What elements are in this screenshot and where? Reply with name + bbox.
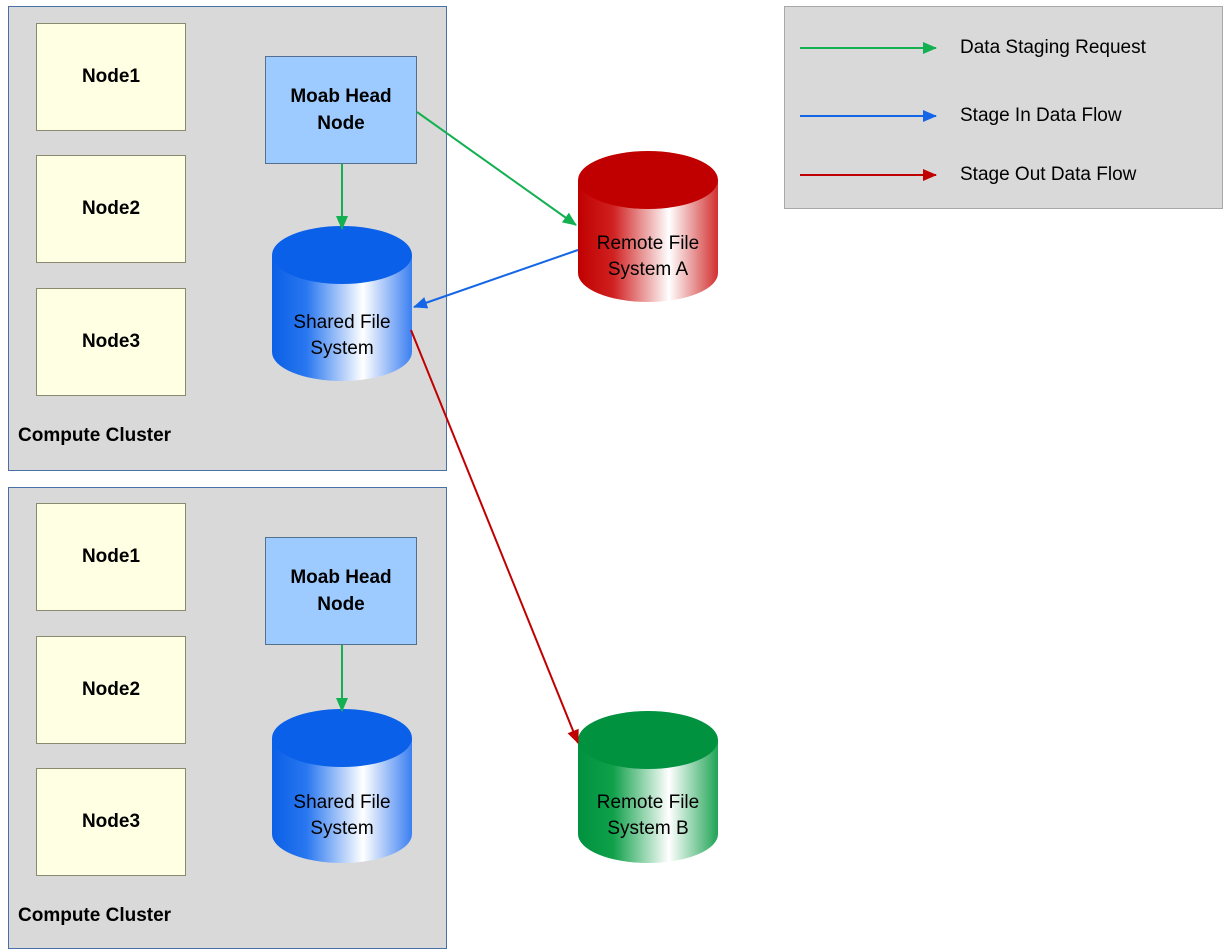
cluster1-shared-fs-label: Shared File System (293, 312, 391, 359)
legend-label-stage-out: Stage Out Data Flow (960, 164, 1137, 185)
remote-file-system-a[interactable] (578, 151, 718, 302)
cluster2-node1[interactable]: Node1 (36, 503, 186, 611)
cluster2-node2[interactable]: Node2 (36, 636, 186, 744)
cluster2-head-label: Moab Head Node (290, 567, 392, 615)
legend-label-stage-in: Stage In Data Flow (960, 105, 1122, 126)
cluster2-label: Compute Cluster (18, 905, 172, 926)
remote-file-system-b[interactable] (578, 711, 718, 863)
cluster1-head-label: Moab Head Node (290, 86, 392, 134)
cluster1-node2[interactable]: Node2 (36, 155, 186, 263)
stage-out-arrow (410, 329, 579, 744)
cluster2-shared-file-system[interactable] (272, 709, 412, 863)
remote-fs-a-label: Remote File System A (596, 233, 700, 280)
stage-in-arrow (413, 249, 579, 309)
cluster1-moab-head-node[interactable]: Moab Head Node (265, 56, 417, 164)
cluster1-label: Compute Cluster (18, 425, 172, 446)
legend-label-request: Data Staging Request (960, 37, 1146, 58)
remote-fs-b-label: Remote File System B (596, 792, 700, 839)
cluster1-shared-file-system[interactable] (272, 226, 412, 381)
cluster2-shared-fs-label: Shared File System (293, 792, 391, 839)
cluster2-moab-head-node[interactable]: Moab Head Node (265, 537, 417, 645)
staging-request-arrow (416, 111, 577, 226)
cluster1-node1[interactable]: Node1 (36, 23, 186, 131)
cluster1-node3[interactable]: Node3 (36, 288, 186, 396)
cluster2-node3[interactable]: Node3 (36, 768, 186, 876)
